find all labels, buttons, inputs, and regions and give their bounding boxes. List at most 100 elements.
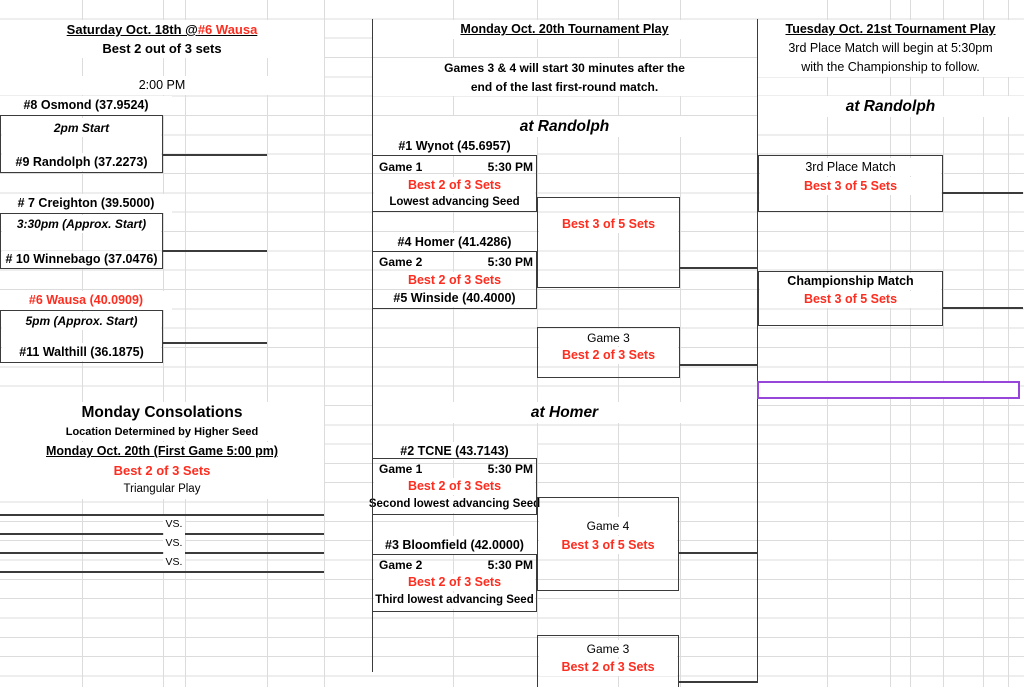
randolph-semifinal-format[interactable]: Best 3 of 5 Sets xyxy=(539,215,678,233)
homer-game4-label[interactable]: Game 4 xyxy=(539,517,677,535)
vs-table-line xyxy=(185,533,324,535)
bracket-box-randolph-semifinal xyxy=(537,197,680,288)
bracket-line-randolph-game3-winner xyxy=(680,364,757,366)
bracket-line-third-place-winner xyxy=(943,192,1023,194)
randolph-game3-label[interactable]: Game 3 xyxy=(539,329,678,346)
vs-table-line xyxy=(185,552,324,554)
consolations-format[interactable]: Best 2 of 3 Sets xyxy=(0,461,324,480)
championship-format[interactable]: Best 3 of 5 Sets xyxy=(760,291,941,308)
team-randolph[interactable]: #9 Randolph (37.2273) xyxy=(2,153,161,171)
tuesday-note-line2[interactable]: with the Championship to follow. xyxy=(757,58,1024,77)
third-place-format[interactable]: Best 3 of 5 Sets xyxy=(760,177,941,195)
match3-start-time[interactable]: 5pm (Approx. Start) xyxy=(2,312,161,330)
saturday-header-cell[interactable]: Saturday Oct. 18th @ #6 Wausa xyxy=(0,20,324,39)
gridline-v xyxy=(943,0,944,687)
bracket-line-match1-winner xyxy=(163,154,267,156)
bracket-line-championship-winner xyxy=(943,307,1023,309)
team-osmond[interactable]: #8 Osmond (37.9524) xyxy=(0,96,172,115)
bracket-line-homer-game3-winner xyxy=(679,681,757,683)
monday-note-line2[interactable]: end of the last first-round match. xyxy=(372,77,757,96)
monday-header-cell[interactable]: Monday Oct. 20th Tournament Play xyxy=(372,20,757,39)
bracket-box-match2 xyxy=(0,213,163,269)
homer-game3-format[interactable]: Best 2 of 3 Sets xyxy=(539,659,677,676)
bracket-box-match3 xyxy=(0,310,163,363)
selected-cell[interactable] xyxy=(757,381,1020,399)
gridline-v xyxy=(910,0,911,687)
gridline-v xyxy=(453,0,454,687)
team-tcne[interactable]: #2 TCNE (43.7143) xyxy=(372,442,537,460)
vs-cell-2[interactable]: VS. xyxy=(163,535,185,552)
gridline-v xyxy=(890,0,891,687)
venue-randolph[interactable]: at Randolph xyxy=(372,116,757,137)
bracket-box-randolph-game1 xyxy=(372,155,537,212)
bracket-box-match1 xyxy=(0,115,163,173)
team-bloomfield[interactable]: #3 Bloomfield (42.0000) xyxy=(372,536,537,554)
bracket-box-homer-game4 xyxy=(537,497,679,591)
vs-table-line xyxy=(0,514,324,516)
gridline-v xyxy=(827,0,828,687)
homer-game2-format[interactable]: Best 2 of 3 Sets xyxy=(374,574,535,591)
team-wynot[interactable]: #1 Wynot (45.6957) xyxy=(372,137,537,155)
venue-homer[interactable]: at Homer xyxy=(372,402,757,423)
homer-game4-format[interactable]: Best 3 of 5 Sets xyxy=(539,536,677,554)
homer-game2-label[interactable]: Game 2 xyxy=(379,558,423,572)
team-walthill[interactable]: #11 Walthill (36.1875) xyxy=(2,343,161,361)
monday-note-line1[interactable]: Games 3 & 4 will start 30 minutes after … xyxy=(372,58,757,77)
homer-game2-time[interactable]: 5:30 PM xyxy=(487,558,533,572)
gridline-v xyxy=(983,0,984,687)
homer-game3-label[interactable]: Game 3 xyxy=(539,640,677,657)
vs-cell-1[interactable]: VS. xyxy=(163,516,185,533)
homer-game1-time[interactable]: 5:30 PM xyxy=(487,462,533,476)
randolph-game1-format[interactable]: Best 2 of 3 Sets xyxy=(374,177,535,194)
saturday-format-cell[interactable]: Best 2 out of 3 sets xyxy=(0,39,324,58)
team-creighton[interactable]: # 7 Creighton (39.5000) xyxy=(0,194,172,213)
bracket-box-third-place xyxy=(758,155,943,212)
randolph-game3-format[interactable]: Best 2 of 3 Sets xyxy=(539,347,678,364)
bracket-box-homer-game2 xyxy=(372,554,537,612)
homer-game1-seed[interactable]: Second lowest advancing Seed xyxy=(369,496,540,513)
championship-label[interactable]: Championship Match xyxy=(760,273,941,290)
match2-start-time[interactable]: 3:30pm (Approx. Start) xyxy=(2,215,161,233)
randolph-game2-label[interactable]: Game 2 xyxy=(379,255,423,269)
vs-table-line xyxy=(0,571,324,573)
saturday-time-cell[interactable]: 2:00 PM xyxy=(0,76,324,95)
homer-game1-label[interactable]: Game 1 xyxy=(379,462,423,476)
team-winnebago[interactable]: # 10 Winnebago (37.0476) xyxy=(2,251,161,268)
consolations-date[interactable]: Monday Oct. 20th (First Game 5:00 pm) xyxy=(0,442,324,461)
gridline-v xyxy=(680,0,681,687)
consolations-location[interactable]: Location Determined by Higher Seed xyxy=(0,423,324,441)
gridline-v xyxy=(1008,0,1009,687)
saturday-title-text: Saturday Oct. 18th @ xyxy=(66,22,198,37)
randolph-game2-time[interactable]: 5:30 PM xyxy=(487,255,533,269)
third-place-label[interactable]: 3rd Place Match xyxy=(760,158,941,176)
bracket-line-match3-winner xyxy=(163,342,267,344)
tuesday-note-line1[interactable]: 3rd Place Match will begin at 5:30pm xyxy=(757,39,1024,58)
bracket-line-match2-winner xyxy=(163,250,267,252)
randolph-game1-label[interactable]: Game 1 xyxy=(379,159,423,174)
tuesday-header-cell[interactable]: Tuesday Oct. 21st Tournament Play xyxy=(757,20,1024,39)
saturday-title-host: #6 Wausa xyxy=(197,22,258,37)
section-border-middle-right xyxy=(756,19,759,683)
venue-randolph-tuesday[interactable]: at Randolph xyxy=(757,96,1024,117)
team-homer[interactable]: #4 Homer (41.4286) xyxy=(372,233,537,251)
randolph-game1-seed[interactable]: Lowest advancing Seed xyxy=(374,195,535,211)
team-winside[interactable]: #5 Winside (40.4000) xyxy=(374,290,535,307)
consolations-title[interactable]: Monday Consolations xyxy=(0,402,324,423)
randolph-game2-format[interactable]: Best 2 of 3 Sets xyxy=(374,272,535,289)
bracket-box-championship xyxy=(758,271,943,326)
bracket-box-randolph-game3 xyxy=(537,327,680,378)
match1-start-time[interactable]: 2pm Start xyxy=(2,118,161,137)
team-wausa[interactable]: #6 Wausa (40.0909) xyxy=(0,291,172,310)
randolph-game1-time[interactable]: 5:30 PM xyxy=(487,159,533,174)
section-border-left-middle xyxy=(371,19,374,672)
bracket-box-homer-game1 xyxy=(372,458,537,515)
gridline-v xyxy=(267,0,268,687)
homer-game1-format[interactable]: Best 2 of 3 Sets xyxy=(374,478,535,495)
consolations-type[interactable]: Triangular Play xyxy=(0,480,324,499)
homer-game2-seed[interactable]: Third lowest advancing Seed xyxy=(374,593,535,609)
bracket-box-randolph-game2 xyxy=(372,251,537,309)
gridline-v xyxy=(324,0,325,687)
vs-table-line xyxy=(0,533,163,535)
vs-cell-3[interactable]: VS. xyxy=(163,554,185,571)
